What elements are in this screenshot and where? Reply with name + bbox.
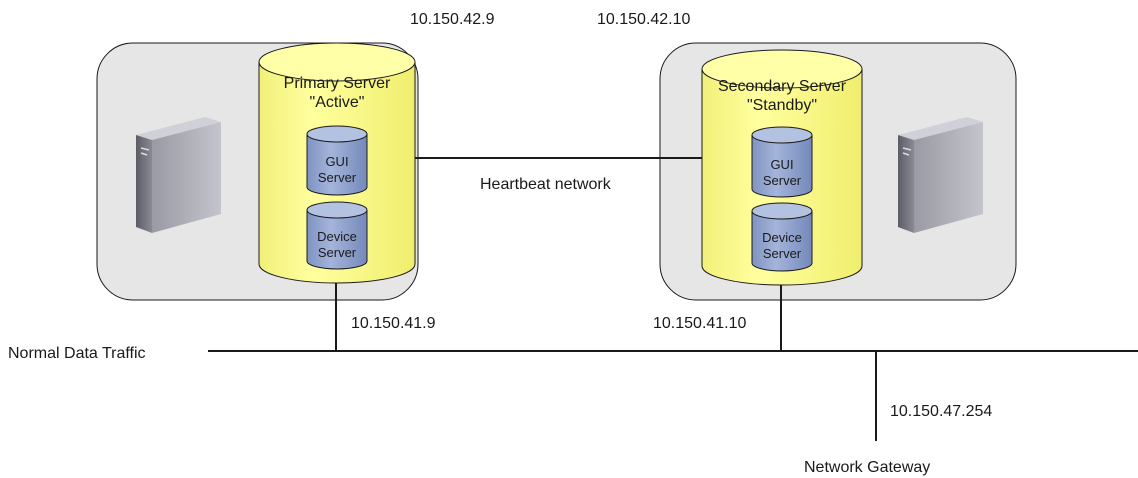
primary-heartbeat-ip: 10.150.42.9 (410, 11, 495, 28)
secondary-heartbeat-ip: 10.150.42.10 (597, 11, 691, 28)
secondary-server-status: "Standby" (747, 97, 817, 114)
secondary-server-title: Secondary Server (718, 78, 847, 95)
secondary-gui-server-cylinder: GUI Server (751, 126, 813, 198)
primary-server-tower-icon (136, 117, 221, 233)
primary-server-status: "Active" (310, 94, 365, 111)
primary-gui-label-2: Server (318, 170, 357, 185)
primary-gui-server-cylinder: GUI Server (306, 125, 368, 196)
network-lines (208, 157, 1138, 441)
secondary-device-label-2: Server (763, 246, 802, 261)
primary-data-ip: 10.150.41.9 (351, 315, 436, 332)
secondary-gui-label-2: Server (763, 173, 802, 188)
secondary-device-server-cylinder: Device Server (751, 202, 813, 272)
secondary-device-label-1: Device (762, 230, 802, 245)
primary-server-title: Primary Server (284, 75, 391, 92)
primary-device-label-1: Device (317, 229, 357, 244)
primary-device-server-cylinder: Device Server (306, 201, 368, 270)
secondary-gui-label-1: GUI (770, 157, 793, 172)
network-gateway-label: Network Gateway (804, 459, 930, 476)
secondary-server-tower-icon (898, 117, 983, 233)
gateway-ip: 10.150.47.254 (890, 403, 992, 420)
secondary-data-ip: 10.150.41.10 (653, 315, 747, 332)
primary-device-label-2: Server (318, 245, 357, 260)
heartbeat-network-label: Heartbeat network (480, 176, 612, 193)
normal-data-traffic-label: Normal Data Traffic (8, 345, 146, 362)
primary-gui-label-1: GUI (325, 154, 348, 169)
